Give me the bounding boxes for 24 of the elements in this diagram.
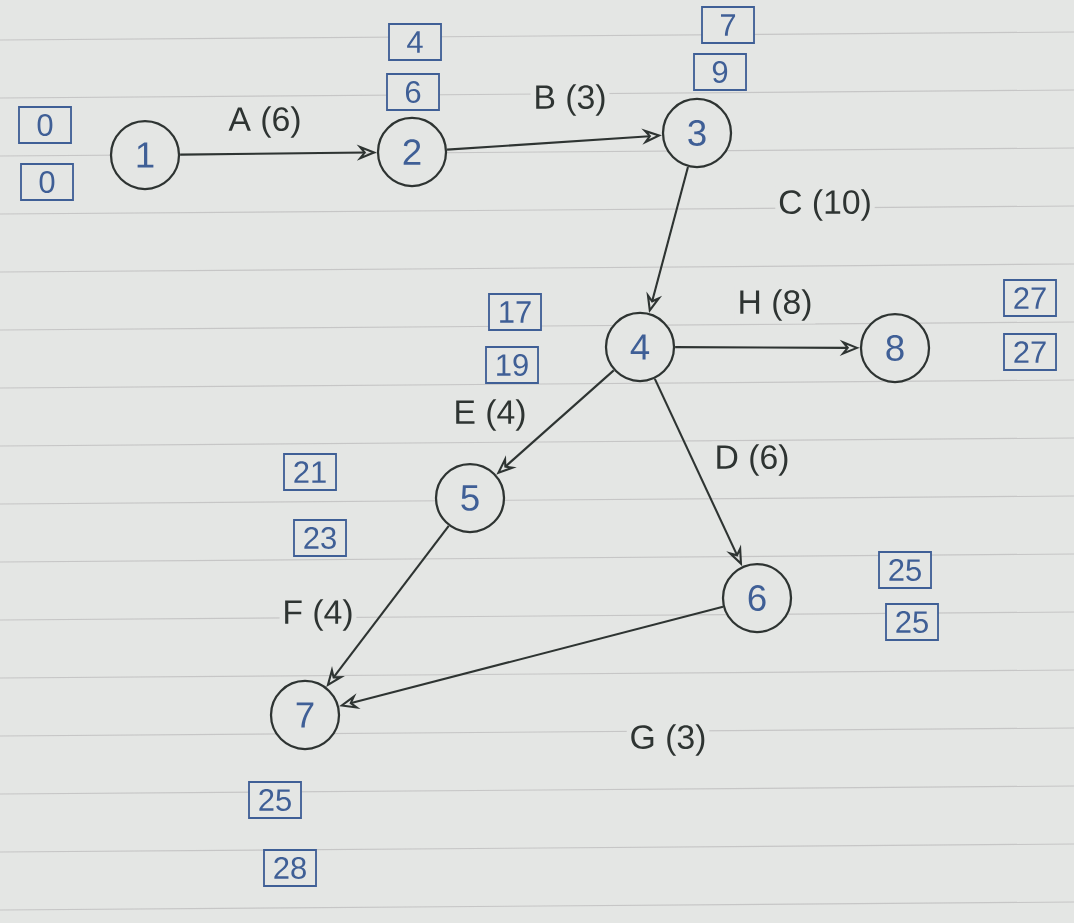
edge-label: F (4) (279, 596, 357, 634)
edge-label: E (4) (450, 396, 530, 434)
time-box: 25 (885, 603, 939, 641)
time-box: 6 (386, 73, 440, 111)
edge-label: H (8) (734, 286, 816, 324)
edge-label: B (3) (530, 81, 610, 119)
time-box: 7 (701, 6, 755, 44)
time-box: 25 (248, 781, 302, 819)
time-box: 0 (20, 163, 74, 201)
time-box: 28 (263, 849, 317, 887)
time-box: 27 (1003, 333, 1057, 371)
time-box: 17 (488, 293, 542, 331)
time-box: 23 (293, 519, 347, 557)
time-box: 9 (693, 53, 747, 91)
time-box: 25 (878, 551, 932, 589)
edge-label: C (10) (775, 186, 875, 224)
edge-label: G (3) (626, 721, 710, 759)
time-box: 0 (18, 106, 72, 144)
edge-label: D (6) (711, 441, 793, 479)
time-box: 27 (1003, 279, 1057, 317)
time-box: 21 (283, 453, 337, 491)
time-box: 19 (485, 346, 539, 384)
edge-label: A (6) (225, 103, 305, 141)
time-box: 4 (388, 23, 442, 61)
